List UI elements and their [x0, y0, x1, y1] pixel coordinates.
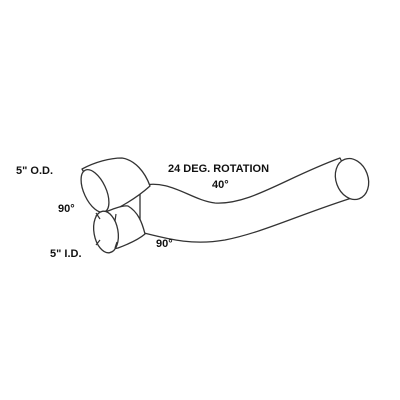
bend-angle-lower-label: 90° [156, 238, 173, 250]
bend-angle-left-label: 90° [58, 203, 75, 215]
outer-diameter-label: 5" O.D. [16, 165, 54, 177]
slot-mark [114, 213, 117, 222]
upper-branch-body [81, 157, 151, 214]
rotation-label: 24 DEG. ROTATION [168, 163, 270, 175]
inner-diameter-label: 5" I.D. [50, 248, 82, 260]
lower-inlet-opening [92, 210, 120, 254]
slot-mark [114, 241, 118, 249]
slot-mark [95, 212, 101, 220]
slot-mark [95, 239, 101, 246]
bend-angle-upper-label: 40° [212, 179, 229, 191]
outlet-opening [334, 157, 370, 201]
